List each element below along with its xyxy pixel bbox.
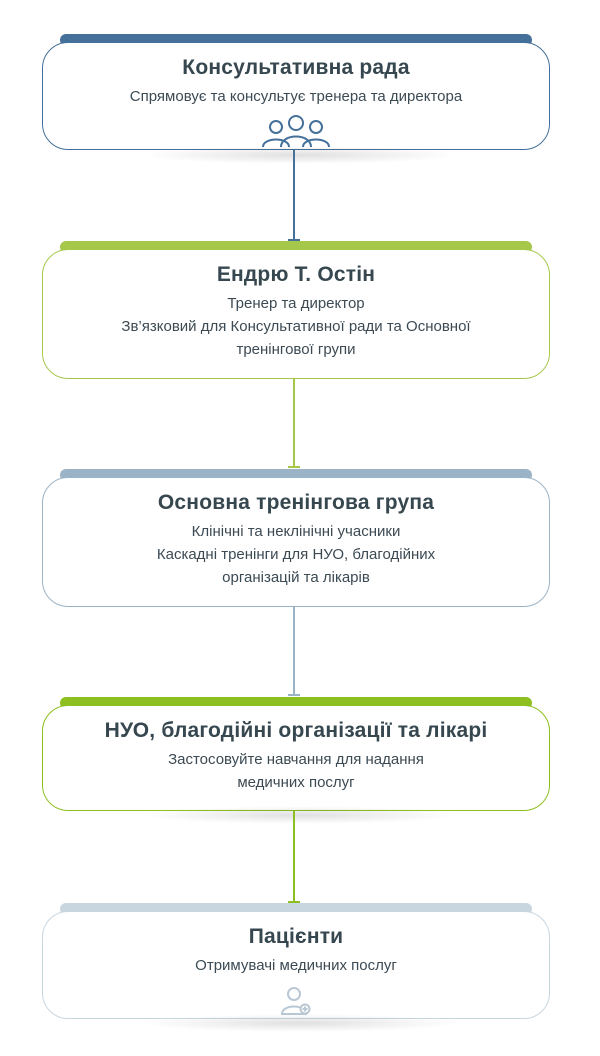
node-box: Пацієнти Отримувачі медичних послуг bbox=[42, 911, 550, 1019]
node-title: Основна тренінгова група bbox=[157, 491, 435, 514]
node-trainer-director: Ендрю Т. Остін Тренер та директор Зв’язк… bbox=[42, 241, 550, 381]
patient-icon bbox=[280, 987, 311, 1015]
node-box: НУО, благодійні організації та лікарі За… bbox=[42, 705, 550, 811]
node-box: Основна тренінгова група Клінічні та нек… bbox=[42, 477, 550, 607]
node-description: Отримувачі медичних послуг bbox=[195, 957, 397, 974]
node-shadow bbox=[140, 1014, 460, 1032]
group-icon bbox=[262, 115, 330, 148]
connector-cap bbox=[288, 239, 300, 241]
node-title: НУО, благодійні організації та лікарі bbox=[104, 719, 488, 742]
node-box: Консультативна рада Спрямовує та консуль… bbox=[42, 42, 550, 150]
node-description: Тренер та директор Зв’язковий для Консул… bbox=[121, 295, 471, 358]
node-title: Ендрю Т. Остін bbox=[216, 263, 376, 286]
connector-cap bbox=[288, 901, 300, 903]
connector-line bbox=[288, 811, 300, 903]
node-patients: Пацієнти Отримувачі медичних послуг bbox=[42, 903, 550, 1021]
node-box: Ендрю Т. Остін Тренер та директор Зв’язк… bbox=[42, 249, 550, 379]
node-title: Консультативна рада bbox=[182, 56, 410, 79]
connector-line bbox=[288, 150, 300, 241]
node-title: Пацієнти bbox=[248, 925, 344, 948]
node-shadow bbox=[140, 146, 460, 164]
connector-cap bbox=[288, 466, 300, 468]
node-description: Спрямовує та консультує тренера та дирек… bbox=[129, 88, 463, 105]
node-shadow bbox=[140, 806, 460, 824]
node-description: Застосовуйте навчання для надання медичн… bbox=[168, 751, 424, 791]
node-ngos-charities-doctors: НУО, благодійні організації та лікарі За… bbox=[42, 697, 550, 813]
node-core-training-group: Основна тренінгова група Клінічні та нек… bbox=[42, 469, 550, 609]
node-description: Клінічні та неклінічні учасники Каскадні… bbox=[156, 523, 436, 586]
node-advisory-board: Консультативна рада Спрямовує та консуль… bbox=[42, 34, 550, 156]
connector-line bbox=[288, 607, 300, 696]
connector-cap bbox=[288, 694, 300, 696]
connector-line bbox=[288, 379, 300, 468]
